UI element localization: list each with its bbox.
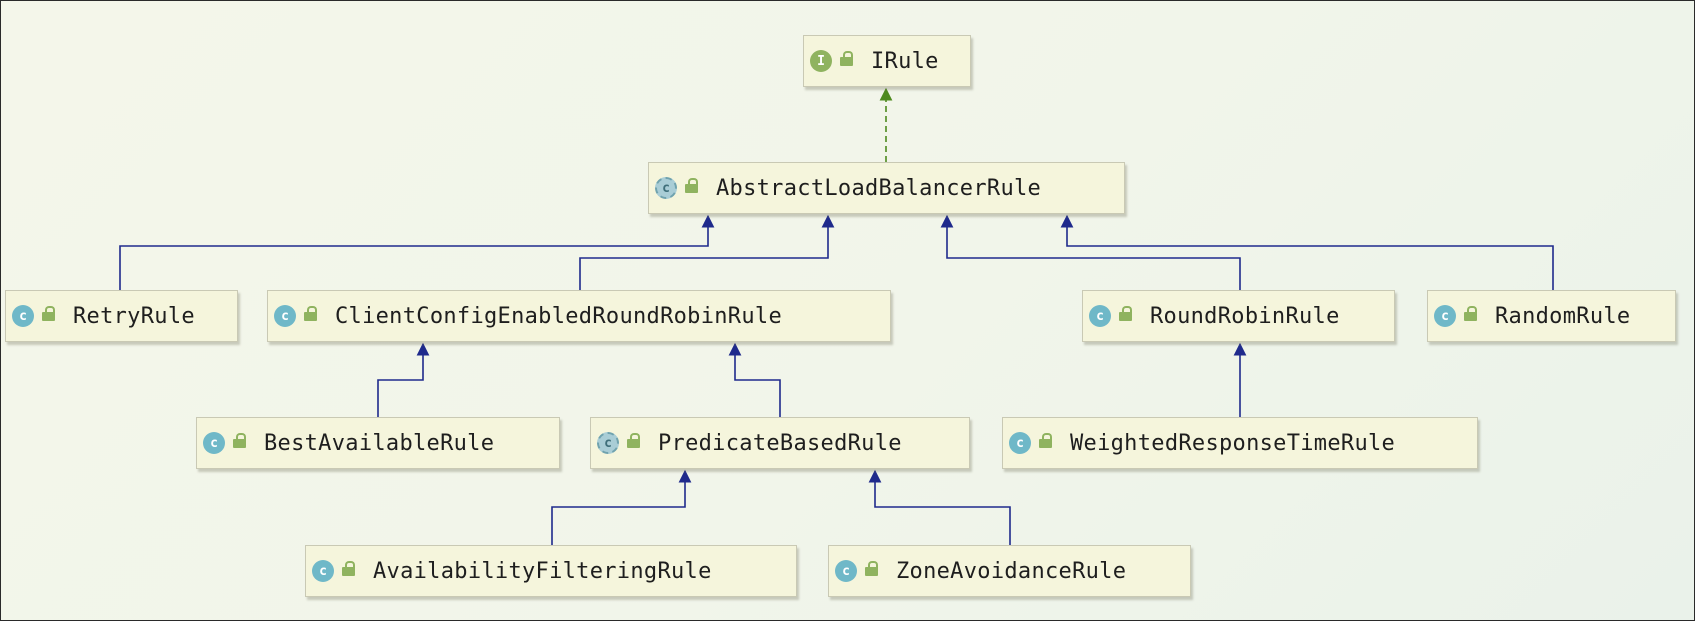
class-icon [12, 305, 34, 327]
node-best-available-rule[interactable]: BestAvailableRule [196, 417, 560, 469]
public-lock-icon [865, 560, 878, 577]
public-lock-icon [342, 560, 355, 577]
edge-randomrule-to-abstractloadbalancerrule [1060, 214, 1554, 290]
interface-icon [810, 50, 832, 72]
public-lock-icon [1464, 305, 1477, 322]
node-round-robin-rule[interactable]: RoundRobinRule [1082, 290, 1395, 342]
class-icon [203, 432, 225, 454]
node-label: ClientConfigEnabledRoundRobinRule [335, 303, 782, 329]
node-label: ZoneAvoidanceRule [896, 558, 1127, 584]
class-icon [1089, 305, 1111, 327]
node-availability-filtering-rule[interactable]: AvailabilityFilteringRule [305, 545, 797, 597]
class-icon [1009, 432, 1031, 454]
node-label: BestAvailableRule [264, 430, 495, 456]
node-irule[interactable]: IRule [803, 35, 971, 87]
edge-predicatebasedrule-to-clientconfigenabledroundrobinrule [728, 342, 781, 417]
node-label: PredicateBasedRule [658, 430, 902, 456]
public-lock-icon [42, 305, 55, 322]
public-lock-icon [1039, 432, 1052, 449]
node-label: IRule [871, 48, 939, 74]
class-icon [274, 305, 296, 327]
node-zone-avoidance-rule[interactable]: ZoneAvoidanceRule [828, 545, 1191, 597]
public-lock-icon [627, 432, 640, 449]
node-label: RetryRule [73, 303, 195, 329]
node-weighted-response-time-rule[interactable]: WeightedResponseTimeRule [1002, 417, 1478, 469]
node-client-config-enabled-round-robin-rule[interactable]: ClientConfigEnabledRoundRobinRule [267, 290, 891, 342]
class-icon [835, 560, 857, 582]
node-random-rule[interactable]: RandomRule [1427, 290, 1676, 342]
node-label: WeightedResponseTimeRule [1070, 430, 1396, 456]
edge-bestavailablerule-to-clientconfigenabledroundrobinrule [377, 342, 430, 417]
abstract-class-icon [597, 432, 619, 454]
node-label: RoundRobinRule [1150, 303, 1340, 329]
edge-clientconfigenabledroundrobinrule-to-abstractloadbalancerrule [579, 214, 835, 290]
node-retry-rule[interactable]: RetryRule [5, 290, 238, 342]
node-label: RandomRule [1495, 303, 1631, 329]
node-predicate-based-rule[interactable]: PredicateBasedRule [590, 417, 970, 469]
edge-retryrule-to-abstractloadbalancerrule [119, 214, 715, 290]
public-lock-icon [1119, 305, 1132, 322]
node-label: AbstractLoadBalancerRule [716, 175, 1042, 201]
node-label: AvailabilityFilteringRule [373, 558, 712, 584]
public-lock-icon [840, 50, 853, 67]
class-icon [312, 560, 334, 582]
public-lock-icon [233, 432, 246, 449]
class-icon [1434, 305, 1456, 327]
abstract-class-icon [655, 177, 677, 199]
edge-roundrobinrule-to-abstractloadbalancerrule [940, 214, 1241, 290]
public-lock-icon [685, 177, 698, 194]
edge-zoneavoidancerule-to-predicatebasedrule [868, 469, 1011, 545]
public-lock-icon [304, 305, 317, 322]
edge-availabilityfilteringrule-to-predicatebasedrule [551, 469, 692, 545]
node-abstract-load-balancer-rule[interactable]: AbstractLoadBalancerRule [648, 162, 1125, 214]
